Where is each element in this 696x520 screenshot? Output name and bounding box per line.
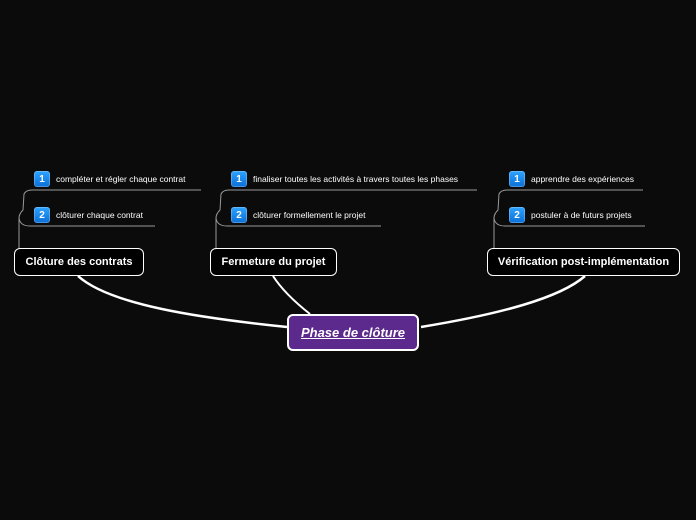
link-central-to-branch-2	[272, 275, 311, 315]
number-badge-icon: 1	[509, 171, 525, 187]
subtopic-label: finaliser toutes les activités à travers…	[253, 174, 459, 184]
subtopic-item[interactable]: 2 postuler à de futurs projets	[509, 206, 632, 224]
subtopic-item[interactable]: 1 apprendre des expériences	[509, 170, 634, 188]
number-badge-icon: 1	[231, 171, 247, 187]
subtopic-item[interactable]: 2 clôturer formellement le projet	[231, 206, 365, 224]
number-badge-icon: 2	[34, 207, 50, 223]
subtopic-label: postuler à de futurs projets	[531, 210, 632, 220]
subtopic-item[interactable]: 1 compléter et régler chaque contrat	[34, 170, 185, 188]
link-central-to-branch-1	[77, 275, 288, 329]
central-topic[interactable]: Phase de clôture	[287, 314, 419, 351]
number-badge-icon: 2	[231, 207, 247, 223]
branch-verification-post-implementation[interactable]: Vérification post-implémentation	[487, 248, 680, 276]
bracket-branch-1	[18, 189, 201, 249]
number-badge-icon: 2	[509, 207, 525, 223]
link-central-to-branch-3	[420, 275, 586, 329]
subtopic-label: compléter et régler chaque contrat	[56, 174, 186, 184]
subtopic-item[interactable]: 1 finaliser toutes les activités à trave…	[231, 170, 458, 188]
bracket-branch-3	[493, 189, 645, 249]
branch-fermeture-du-projet[interactable]: Fermeture du projet	[210, 248, 337, 276]
bracket-branch-2	[215, 189, 477, 249]
subtopic-label: clôturer formellement le projet	[253, 210, 366, 220]
subtopic-label: clôturer chaque contrat	[56, 210, 143, 220]
number-badge-icon: 1	[34, 171, 50, 187]
subtopic-label: apprendre des expériences	[531, 174, 635, 184]
branch-cloture-des-contrats[interactable]: Clôture des contrats	[14, 248, 144, 276]
subtopic-item[interactable]: 2 clôturer chaque contrat	[34, 206, 143, 224]
